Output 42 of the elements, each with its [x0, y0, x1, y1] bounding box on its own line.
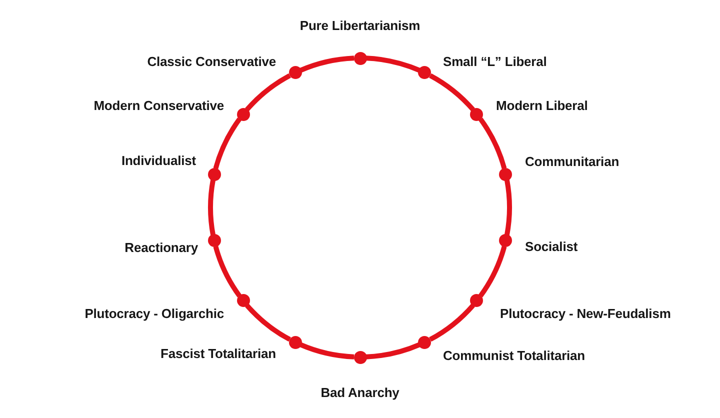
ring-arc [428, 73, 475, 112]
ring-dot-icon [354, 350, 366, 364]
ring-arc [504, 180, 512, 236]
ring-dot-icon [499, 234, 512, 248]
ring-arc [213, 246, 242, 298]
ring-arc [300, 342, 354, 360]
ring-arc [245, 304, 292, 342]
ring-dot-icon [208, 168, 221, 181]
ring-dot-icon [288, 66, 302, 80]
ring-dot-icon [208, 234, 221, 248]
ring-arc [208, 180, 216, 236]
ideology-label: Socialist [525, 239, 578, 255]
ideology-label: Individualist [121, 153, 196, 169]
ideology-label: Classic Conservative [147, 54, 276, 70]
ideology-label: Fascist Totalitarian [160, 346, 276, 362]
ring-arc [366, 342, 420, 360]
ring-dot-icon [354, 52, 366, 64]
ring-dot-icon [499, 168, 512, 181]
ring-dot-icon [288, 336, 302, 349]
ring-dot-icon [418, 66, 432, 80]
ideology-label: Pure Libertarianism [300, 18, 420, 34]
ring-dot-icon [418, 336, 432, 349]
ring-dot-icon [470, 294, 484, 308]
ring-arc [245, 73, 292, 112]
ring-dot-icon [236, 294, 250, 308]
ring-arc [300, 56, 354, 73]
ideology-label: Bad Anarchy [320, 385, 400, 401]
ideology-label: Communitarian [525, 154, 620, 170]
ideology-label: Plutocracy - Oligarchic [84, 306, 224, 322]
ideology-label: Modern Liberal [496, 98, 588, 114]
ideology-label: Plutocracy - New-Feudalism [500, 306, 671, 322]
ring-arc [366, 56, 420, 73]
ideology-label: Reactionary [124, 240, 198, 256]
ring-arc [478, 118, 507, 170]
ring-arc [478, 246, 507, 298]
ideology-label: Modern Conservative [94, 98, 224, 114]
ring-arc [428, 304, 475, 342]
ring-arc [213, 118, 242, 170]
ideology-label: Small “L” Liberal [443, 54, 547, 70]
ring-dot-icon [470, 108, 484, 121]
ideology-label: Communist Totalitarian [443, 348, 586, 364]
ring-dot-icon [236, 108, 250, 121]
